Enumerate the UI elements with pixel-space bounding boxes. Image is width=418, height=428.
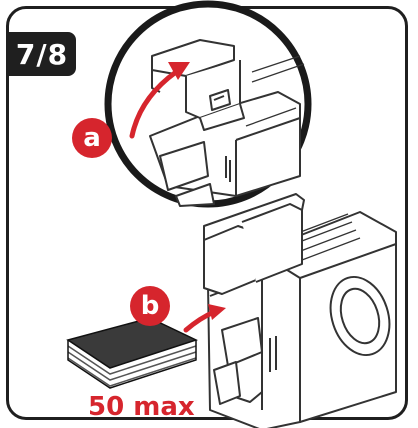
capacity-label: 50 max [88,392,195,422]
card-stack-icon [66,317,199,389]
detail-zoom-circle [104,0,312,208]
callout-a: a [72,118,112,158]
insert-arrow-icon [183,304,226,333]
callout-b: b [130,286,170,326]
printer-illustration [203,193,397,428]
rotate-arrow-icon [129,62,190,139]
step-indicator: 7/8 [8,32,76,76]
